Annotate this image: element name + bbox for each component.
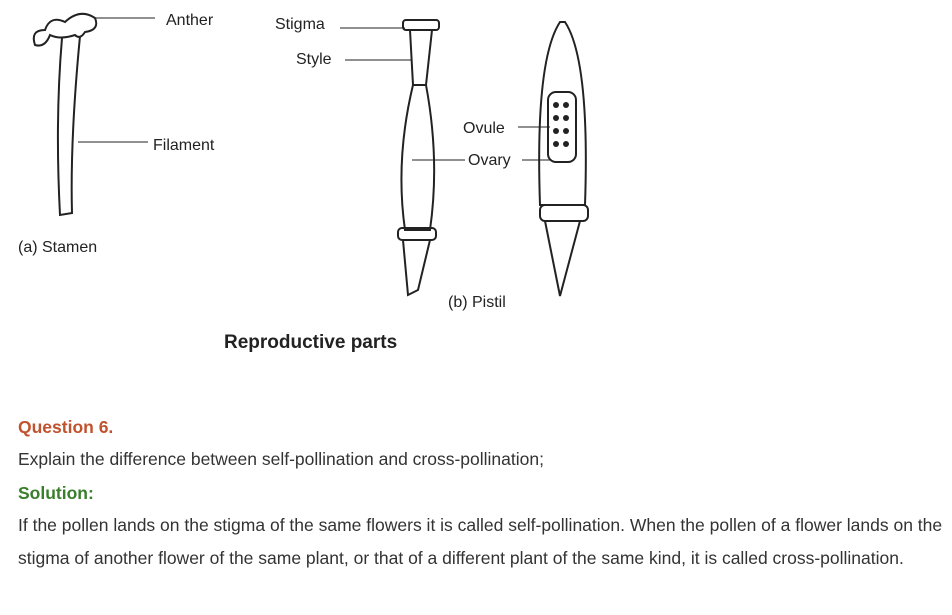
solution-heading: Solution: <box>18 483 94 503</box>
label-ovule: Ovule <box>463 120 505 137</box>
pistil-section <box>538 21 587 206</box>
stamen-filament <box>56 35 81 217</box>
label-pistil: (b) Pistil <box>448 294 506 311</box>
reproductive-parts-diagram: Anther Filament (a) Stamen Stigma Style … <box>18 12 589 353</box>
label-stamen: (a) Stamen <box>18 239 97 256</box>
label-stigma: Stigma <box>275 16 325 33</box>
label-filament: Filament <box>153 137 215 154</box>
label-ovary: Ovary <box>468 152 511 169</box>
question-heading: Question 6. <box>18 417 114 437</box>
pistil-style <box>409 29 433 86</box>
stamen-anther <box>32 12 98 47</box>
figure-caption: Reproductive parts <box>224 332 397 353</box>
label-anther: Anther <box>166 12 214 29</box>
solution-text: If the pollen lands on the stigma of the… <box>18 515 943 568</box>
label-style: Style <box>296 51 332 68</box>
pistil-ovary <box>400 84 436 231</box>
question-text: Explain the difference between self-poll… <box>18 449 544 469</box>
